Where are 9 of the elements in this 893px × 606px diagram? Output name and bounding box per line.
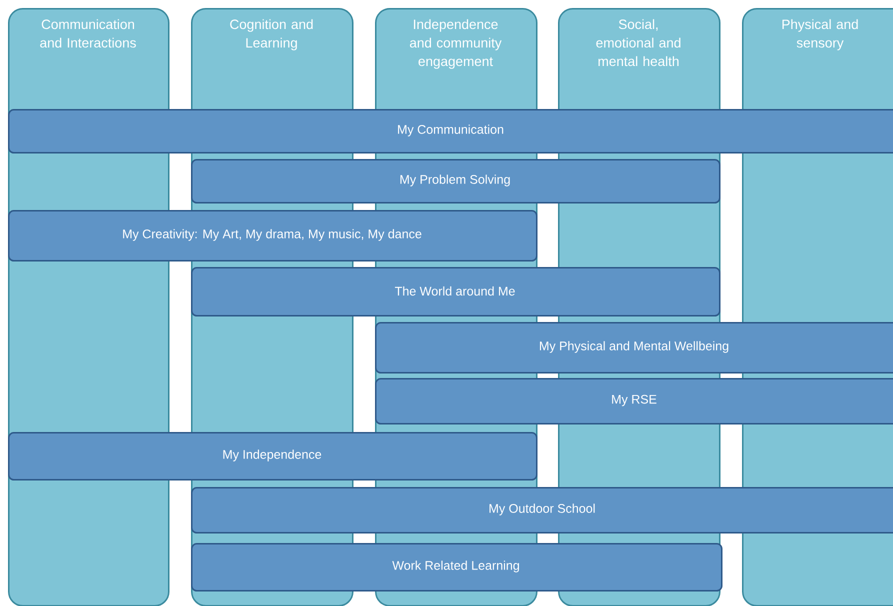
theme-bar: The World around Me [191, 267, 720, 316]
theme-bar: My Communication [8, 109, 893, 154]
theme-bar: My Problem Solving [191, 159, 720, 204]
theme-bar: My Independence [8, 432, 538, 480]
theme-bar: Work Related Learning [191, 543, 722, 592]
theme-bar: My Creativity: My Art, My drama, My music, My dance [8, 210, 538, 262]
theme-bar: My RSE [375, 378, 893, 424]
theme-bar: My Outdoor School [191, 487, 893, 534]
theme-bar: My Physical and Mental Wellbeing [375, 322, 893, 374]
